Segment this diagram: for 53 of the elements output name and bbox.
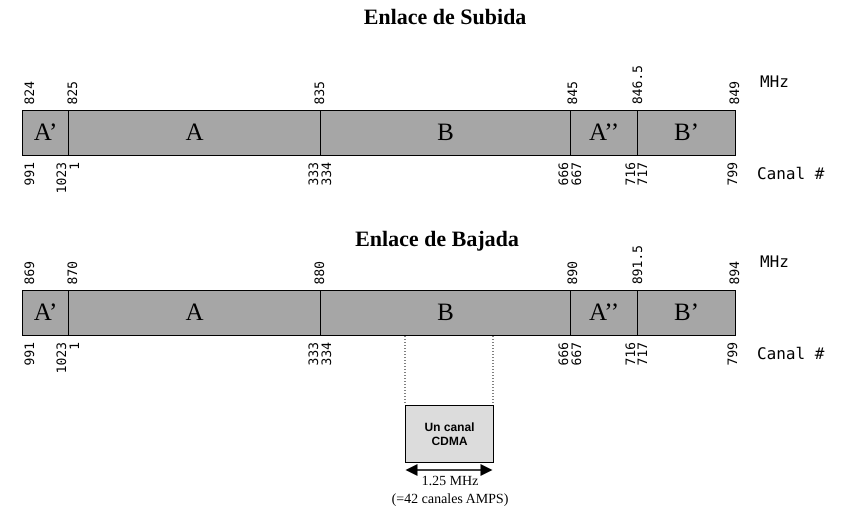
- band-segment: B: [320, 110, 571, 156]
- axis-unit-label: MHz: [760, 252, 789, 271]
- channel-number: 717: [637, 162, 650, 186]
- band-title: Enlace de Bajada: [355, 226, 519, 252]
- band-segment: B’: [637, 290, 736, 336]
- channel-number: 716: [625, 162, 638, 186]
- frequency-label: 870: [67, 260, 80, 284]
- channel-number: 799: [727, 162, 740, 186]
- channel-number: 991: [24, 162, 37, 186]
- channel-number: 716: [625, 342, 638, 366]
- channel-number: 334: [321, 342, 334, 366]
- frequency-label: 894: [729, 260, 742, 284]
- channel-number: 799: [727, 342, 740, 366]
- frequency-label: 824: [24, 80, 37, 104]
- band-segment: A’: [22, 110, 69, 156]
- frequency-label: 890: [567, 260, 580, 284]
- channel-number: 1023: [56, 342, 69, 374]
- axis-unit-label: Canal #: [757, 164, 824, 183]
- channel-number: 1023: [56, 162, 69, 194]
- frequency-label: 869: [24, 260, 37, 284]
- channel-number: 1: [69, 342, 82, 350]
- channel-number: 667: [571, 342, 584, 366]
- band-segment: A’’: [570, 110, 638, 156]
- guide-line: [492, 336, 494, 406]
- channel-number: 717: [637, 342, 650, 366]
- frequency-label: 835: [314, 80, 327, 104]
- frequency-label: 891.5: [632, 244, 645, 284]
- channel-box: Un canal CDMA: [405, 405, 494, 463]
- axis-unit-label: MHz: [760, 72, 789, 91]
- dimension-label: 1.25 MHz: [422, 474, 478, 490]
- band-segment: A’’: [570, 290, 638, 336]
- band-segment: B’: [637, 110, 736, 156]
- channel-number: 666: [558, 162, 571, 186]
- frequency-label: 880: [314, 260, 327, 284]
- band-segment: A: [68, 110, 321, 156]
- band-segment: B: [320, 290, 571, 336]
- channel-number: 1: [69, 162, 82, 170]
- band-segment: A: [68, 290, 321, 336]
- frequency-label: 845: [567, 80, 580, 104]
- frequency-label: 849: [729, 80, 742, 104]
- frequency-label: 846.5: [632, 64, 645, 104]
- channel-number: 333: [308, 342, 321, 366]
- guide-line: [404, 336, 406, 406]
- frequency-label: 825: [67, 80, 80, 104]
- note-text: (=42 canales AMPS): [392, 492, 508, 508]
- channel-number: 667: [571, 162, 584, 186]
- axis-unit-label: Canal #: [757, 344, 824, 363]
- channel-number: 333: [308, 162, 321, 186]
- channel-number: 334: [321, 162, 334, 186]
- band-title: Enlace de Subida: [364, 4, 526, 30]
- channel-number: 666: [558, 342, 571, 366]
- band-segment: A’: [22, 290, 69, 336]
- channel-number: 991: [24, 342, 37, 366]
